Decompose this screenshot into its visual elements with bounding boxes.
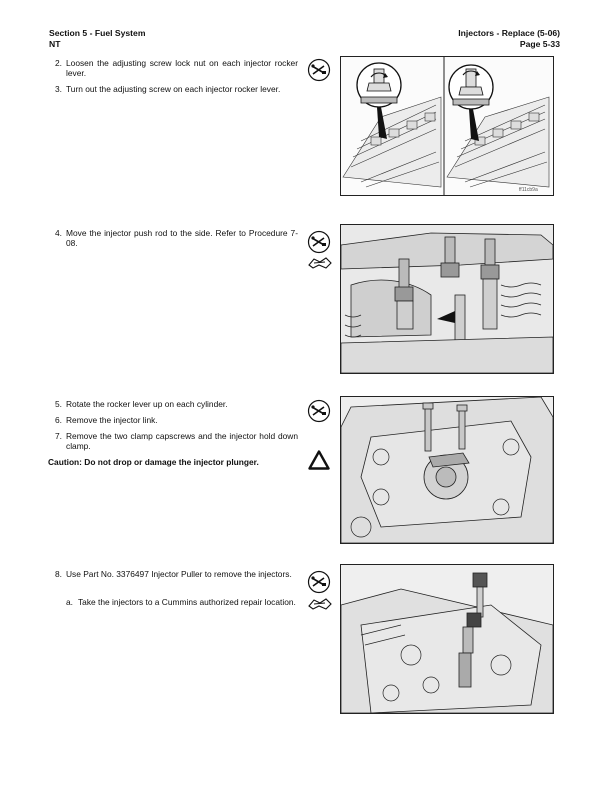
step-number: 5. [55, 399, 62, 409]
section-title: Section 5 - Fuel System [49, 28, 146, 38]
step-5: 5. Rotate the rocker lever up on each cy… [48, 399, 298, 409]
step-number: 6. [55, 415, 62, 425]
step-number: 7. [55, 431, 62, 441]
part-icon [308, 257, 332, 269]
figure-adjusting-screw: ff11cb9a [340, 56, 554, 196]
wrench-screwdriver-icon [307, 399, 331, 423]
page-header-left: Section 5 - Fuel System NT [49, 28, 145, 49]
figure-injector-puller [340, 564, 554, 714]
step-text: Remove the two clamp capscrews and the i… [66, 431, 298, 451]
figure-push-rod [340, 224, 554, 374]
step-text: Use Part No. 3376497 Injector Puller to … [66, 569, 292, 579]
step-6: 6. Remove the injector link. [48, 415, 298, 425]
step-text: Move the injector push rod to the side. … [66, 228, 298, 248]
figure-hold-down-clamp [340, 396, 554, 544]
wrench-screwdriver-icon [307, 230, 331, 254]
figure-code: ff11cb9a [519, 187, 538, 193]
step-8: 8. Use Part No. 3376497 Injector Puller … [48, 569, 298, 579]
step-text: Loosen the adjusting screw lock nut on e… [66, 58, 298, 78]
step-number: 2. [55, 58, 62, 68]
step-number: 4. [55, 228, 62, 238]
page-header-right: Injectors - Replace (5-06) Page 5-33 [458, 28, 560, 49]
part-icon [308, 598, 332, 610]
step-4: 4. Move the injector push rod to the sid… [48, 228, 298, 248]
page-number: Page 5-33 [519, 38, 560, 49]
step-number: 8. [55, 569, 62, 579]
step-7: 7. Remove the two clamp capscrews and th… [48, 431, 298, 451]
wrench-screwdriver-icon [307, 58, 331, 82]
procedure-title: Injectors - Replace (5-06) [458, 28, 560, 38]
substep-a: a. Take the injectors to a Cummins autho… [66, 597, 298, 607]
step-text: Remove the injector link. [66, 415, 158, 425]
caution-triangle-icon [308, 450, 330, 470]
step-2: 2. Loosen the adjusting screw lock nut o… [48, 58, 298, 78]
caution-note: Caution: Do not drop or damage the injec… [48, 457, 259, 467]
step-text: Rotate the rocker lever up on each cylin… [66, 399, 228, 409]
step-3: 3. Turn out the adjusting screw on each … [48, 84, 298, 94]
wrench-screwdriver-icon [307, 570, 331, 594]
engine-model: NT [49, 38, 61, 49]
step-text: Turn out the adjusting screw on each inj… [66, 84, 281, 94]
step-number: 3. [55, 84, 62, 94]
substep-letter: a. [66, 597, 73, 607]
substep-text: Take the injectors to a Cummins authoriz… [78, 597, 296, 607]
